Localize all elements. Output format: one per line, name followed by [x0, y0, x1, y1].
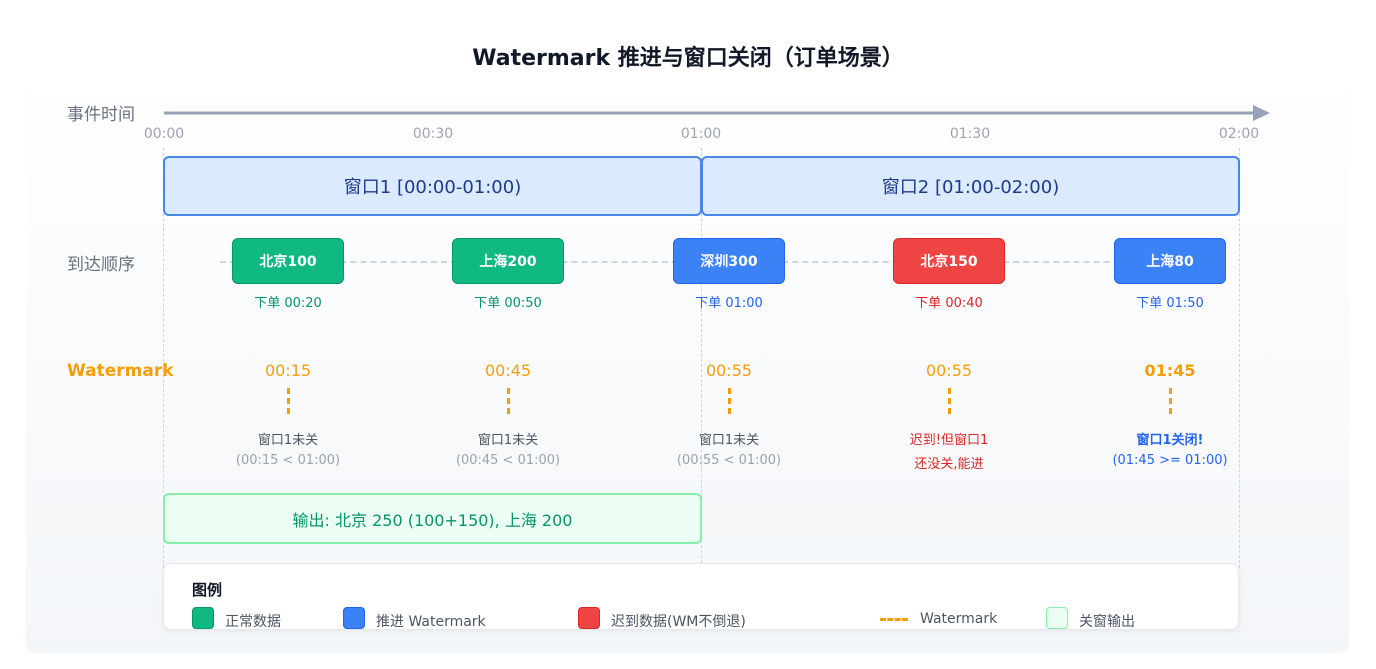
status-detail: (01:45 >= 01:00) [1112, 453, 1228, 468]
window-2-label: 窗口2 [01:00-02:00) [881, 177, 1060, 198]
event-card: 深圳300 [673, 238, 785, 284]
legend-label: 迟到数据(WM不倒退) [611, 614, 746, 630]
watermark-marker [948, 388, 951, 414]
window-status: 迟到!但窗口1 [909, 433, 989, 448]
legend-label: 推进 Watermark [376, 614, 486, 630]
window-status: 窗口1未关 [477, 433, 539, 448]
legend: 图例 正常数据 推进 Watermark 迟到数据(WM不倒退) Waterma… [163, 563, 1239, 630]
legend-label: 正常数据 [225, 614, 281, 630]
legend-label: Watermark [920, 611, 998, 627]
tick-label: 00:00 [143, 126, 185, 142]
event-name: 北京100 [259, 254, 317, 270]
tick-label: 00:30 [412, 126, 454, 142]
event-card: 北京100 [232, 238, 344, 284]
diagram-title: Watermark 推进与窗口关闭（订单场景） [472, 46, 904, 71]
window-status: 窗口1关闭! [1136, 433, 1204, 448]
output-text: 输出: 北京 250 (100+150), 上海 200 [292, 510, 573, 530]
time-axis-arrow [164, 105, 1270, 121]
watermark-value: 00:55 [705, 361, 753, 380]
order-time: 下单 01:50 [1136, 296, 1204, 311]
order-time: 下单 00:20 [254, 296, 322, 311]
event-name: 北京150 [920, 254, 978, 270]
order-time: 下单 00:50 [474, 296, 542, 311]
guide-line [163, 148, 164, 568]
event-card: 北京150 [893, 238, 1005, 284]
arrival-row-label: 到达顺序 [67, 255, 135, 275]
tick-label: 01:00 [680, 126, 722, 142]
legend-swatch-watermark [880, 618, 908, 621]
window-status: 窗口1未关 [698, 433, 760, 448]
watermark-value: 01:45 [1144, 361, 1196, 380]
watermark-marker [1169, 388, 1172, 414]
window-1-label: 窗口1 [00:00-01:00) [343, 177, 522, 198]
window-2: 窗口2 [01:00-02:00) [701, 156, 1240, 216]
time-axis-label: 事件时间 [67, 105, 135, 125]
event-name: 上海200 [479, 254, 537, 270]
status-detail: (00:45 < 01:00) [455, 453, 561, 468]
watermark-value: 00:55 [925, 361, 973, 380]
order-time: 下单 01:00 [695, 296, 763, 311]
watermark-row-label: Watermark [67, 361, 174, 381]
legend-swatch-output [1046, 607, 1068, 629]
legend-swatch-late [578, 607, 600, 629]
event-name: 深圳300 [700, 254, 758, 270]
legend-swatch-advance [343, 607, 365, 629]
tick-label: 01:30 [949, 126, 991, 142]
event-name: 上海80 [1146, 254, 1194, 270]
guide-line [701, 148, 702, 568]
event-card: 上海200 [452, 238, 564, 284]
event-card: 上海80 [1114, 238, 1226, 284]
watermark-value: 00:45 [484, 361, 532, 380]
tick-label: 02:00 [1218, 126, 1260, 142]
legend-title: 图例 [192, 581, 223, 599]
watermark-marker [507, 388, 510, 414]
legend-label: 关窗输出 [1079, 614, 1135, 630]
status-detail: (00:15 < 01:00) [235, 453, 341, 468]
watermark-marker [287, 388, 290, 414]
watermark-marker [728, 388, 731, 414]
watermark-value: 00:15 [264, 361, 312, 380]
status-detail: (00:55 < 01:00) [676, 453, 782, 468]
window-output-box: 输出: 北京 250 (100+150), 上海 200 [163, 493, 702, 544]
window-status: 窗口1未关 [257, 433, 319, 448]
legend-swatch-normal [192, 607, 214, 629]
guide-line [1239, 148, 1240, 568]
window-1: 窗口1 [00:00-01:00) [163, 156, 702, 216]
status-detail: 还没关,能进 [914, 457, 984, 472]
order-time: 下单 00:40 [915, 296, 983, 311]
